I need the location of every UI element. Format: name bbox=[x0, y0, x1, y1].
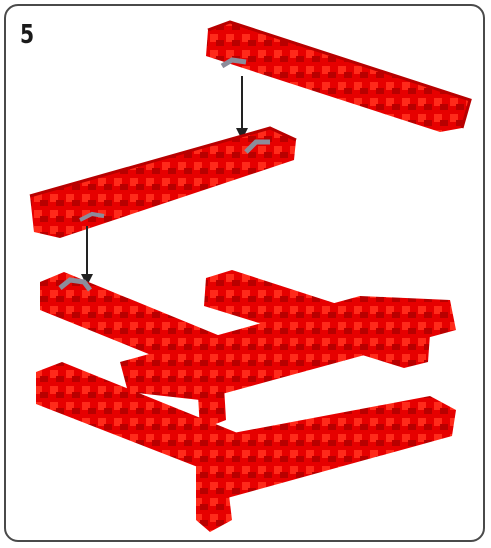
arrow-2 bbox=[81, 226, 93, 286]
base-structure bbox=[36, 270, 456, 532]
connector-top bbox=[220, 57, 247, 69]
middle-bar bbox=[29, 126, 297, 238]
top-bar bbox=[206, 20, 472, 132]
arrow-1 bbox=[236, 76, 248, 140]
connector-base bbox=[58, 277, 92, 292]
connector-middle-bottom bbox=[79, 211, 105, 222]
step-number: 5 bbox=[20, 20, 35, 50]
connector-middle-top bbox=[244, 139, 270, 154]
